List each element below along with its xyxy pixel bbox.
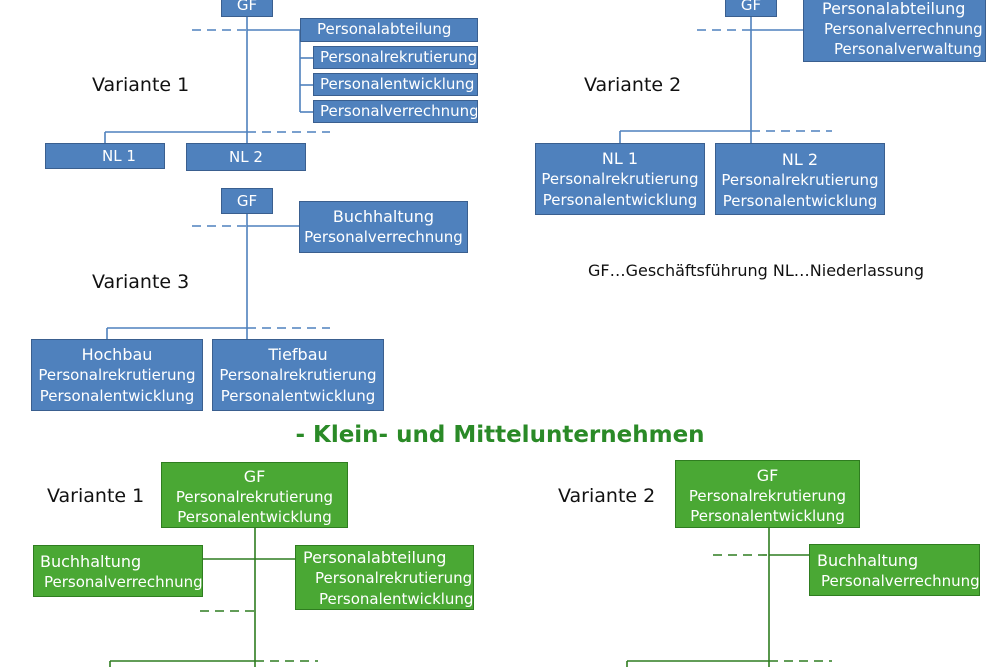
personalrekrutierung-label: Personalrekrutierung [688, 487, 847, 505]
tiefbau-box: Tiefbau Personalrekrutierung Personalent… [212, 339, 384, 411]
variant-1-label: Variante 1 [92, 74, 190, 96]
personalentwicklung-label: Personalentwicklung [542, 191, 698, 209]
personalabteilung-label: Personalabteilung [303, 548, 447, 567]
nl2-label: NL 2 [229, 148, 263, 166]
personalentwicklung-box: Personalentwicklung [313, 73, 478, 96]
personalabteilung-label: Personalabteilung [317, 20, 452, 38]
nl1-title: NL 1 [601, 149, 639, 168]
personalverrechnung-label: Personalverrechnung [44, 573, 203, 591]
legend-gf: GF…Geschäftsführung [588, 261, 768, 280]
legend: GF…Geschäftsführung NL…Niederlassung [588, 259, 924, 282]
personalverrechnung-label: Personalverrechnung [824, 20, 983, 38]
buchhaltung-box: Buchhaltung Personalverrechnung [33, 545, 203, 597]
variant-3-label: Variante 3 [92, 271, 190, 293]
personalrekrutierung-label: Personalrekrutierung [315, 569, 473, 587]
legend-nl: NL…Niederlassung [772, 261, 924, 280]
personalverrechnung-label: Personalverrechnung [304, 228, 463, 246]
personalentwicklung-label: Personalentwicklung [722, 192, 878, 210]
buchhaltung-label: Buchhaltung [817, 551, 919, 570]
personalrekrutierung-label: Personalrekrutierung [219, 366, 377, 384]
section-heading: - Klein- und Mittelunternehmen [295, 422, 705, 448]
personalentwicklung-label: Personalentwicklung [319, 590, 474, 608]
personalverrechnung-label: Personalverrechnung [320, 102, 478, 120]
gf-box: GF [725, 0, 777, 17]
variant-1-label: Variante 1 [47, 485, 145, 507]
hochbau-title: Hochbau [81, 345, 153, 364]
gf-title: GF [756, 466, 779, 485]
personalentwicklung-label: Personalentwicklung [177, 508, 332, 526]
personalverrechnung-label: Personalverrechnung [821, 572, 980, 590]
nl1-box: NL 1 [45, 143, 165, 169]
personalrekrutierung-box: Personalrekrutierung [313, 46, 478, 69]
gf-box: GF Personalrekrutierung Personalentwickl… [675, 460, 860, 528]
gf-box: GF [221, 0, 273, 17]
buchhaltung-box: Buchhaltung Personalverrechnung [299, 201, 468, 253]
personalabteilung-box: Personalabteilung Personalrekrutierung P… [295, 545, 474, 610]
variant-2-label: Variante 2 [558, 485, 656, 507]
tiefbau-title: Tiefbau [268, 345, 328, 364]
gf-box: GF Personalrekrutierung Personalentwickl… [161, 462, 348, 528]
personalabteilung-label: Personalabteilung [822, 0, 966, 18]
hochbau-box: Hochbau Personalrekrutierung Personalent… [31, 339, 203, 411]
buchhaltung-label: Buchhaltung [332, 207, 435, 226]
nl1-box: NL 1 Personalrekrutierung Personalentwic… [535, 143, 705, 215]
gf-label: GF [236, 0, 258, 14]
personalrekrutierung-label: Personalrekrutierung [721, 171, 879, 189]
personalabteilung-box: Personalabteilung [300, 18, 478, 42]
gf-title: GF [243, 467, 266, 486]
personalentwicklung-label: Personalentwicklung [320, 75, 475, 93]
gf-box: GF [221, 188, 273, 214]
buchhaltung-label: Buchhaltung [40, 552, 142, 571]
nl2-title: NL 2 [781, 150, 819, 169]
personalentwicklung-label: Personalentwicklung [39, 387, 195, 405]
personalrekrutierung-label: Personalrekrutierung [320, 48, 478, 66]
personalentwicklung-label: Personalentwicklung [690, 507, 845, 525]
personalrekrutierung-label: Personalrekrutierung [38, 366, 196, 384]
buchhaltung-box: Buchhaltung Personalverrechnung [809, 544, 980, 596]
nl2-box: NL 2 Personalrekrutierung Personalentwic… [715, 143, 885, 215]
personalrekrutierung-label: Personalrekrutierung [541, 170, 699, 188]
personalabteilung-box: Personalabteilung Personalverrechnung Pe… [803, 0, 986, 62]
nl1-label: NL 1 [102, 147, 136, 165]
personalverrechnung-box: Personalverrechnung [313, 100, 478, 123]
gf-label: GF [740, 0, 762, 14]
nl2-box: NL 2 [186, 143, 306, 171]
variant-2-label: Variante 2 [584, 74, 682, 96]
personalverwaltung-label: Personalverwaltung [834, 40, 983, 58]
personalentwicklung-label: Personalentwicklung [220, 387, 376, 405]
personalrekrutierung-label: Personalrekrutierung [175, 488, 334, 506]
gf-label: GF [236, 192, 258, 210]
